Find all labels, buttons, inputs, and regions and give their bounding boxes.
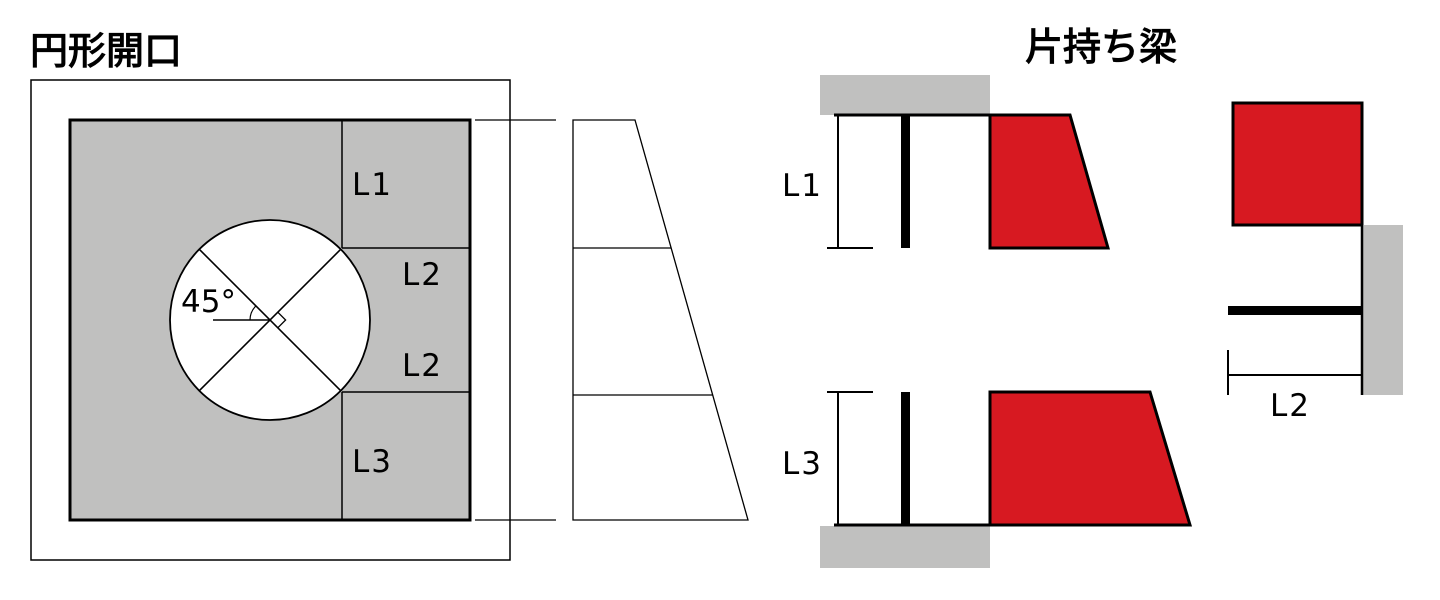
left-title: 円形開口	[30, 29, 182, 73]
angle-arc	[249, 305, 257, 321]
right-angle-mark	[277, 311, 287, 329]
label-l3: L3	[352, 444, 393, 480]
support-wall	[1362, 225, 1403, 395]
label-l1: L1	[782, 168, 823, 204]
label-l1: L1	[352, 167, 393, 203]
cantilever-bottom: L3	[782, 390, 1193, 568]
cantilever-top: L1	[782, 75, 1110, 250]
support-wall	[820, 526, 990, 568]
label-l2-lower: L2	[402, 348, 443, 384]
support-wall	[820, 75, 990, 115]
load-block	[988, 113, 1110, 250]
load-block	[988, 390, 1193, 527]
label-l2-upper: L2	[402, 257, 443, 293]
load-block	[1231, 101, 1364, 227]
load-distribution-figure	[475, 119, 749, 521]
beam	[1228, 306, 1362, 315]
load-trapezoid	[572, 119, 749, 521]
right-title: 片持ち梁	[1025, 25, 1177, 69]
beam	[901, 115, 910, 248]
cantilever-side: L2	[1227, 101, 1403, 424]
beam	[901, 392, 910, 525]
angle-label: 45°	[181, 284, 236, 320]
label-l3: L3	[782, 446, 823, 482]
label-l2: L2	[1270, 388, 1311, 424]
circular-opening-figure: 45° L1 L2 L2 L3	[30, 79, 511, 561]
